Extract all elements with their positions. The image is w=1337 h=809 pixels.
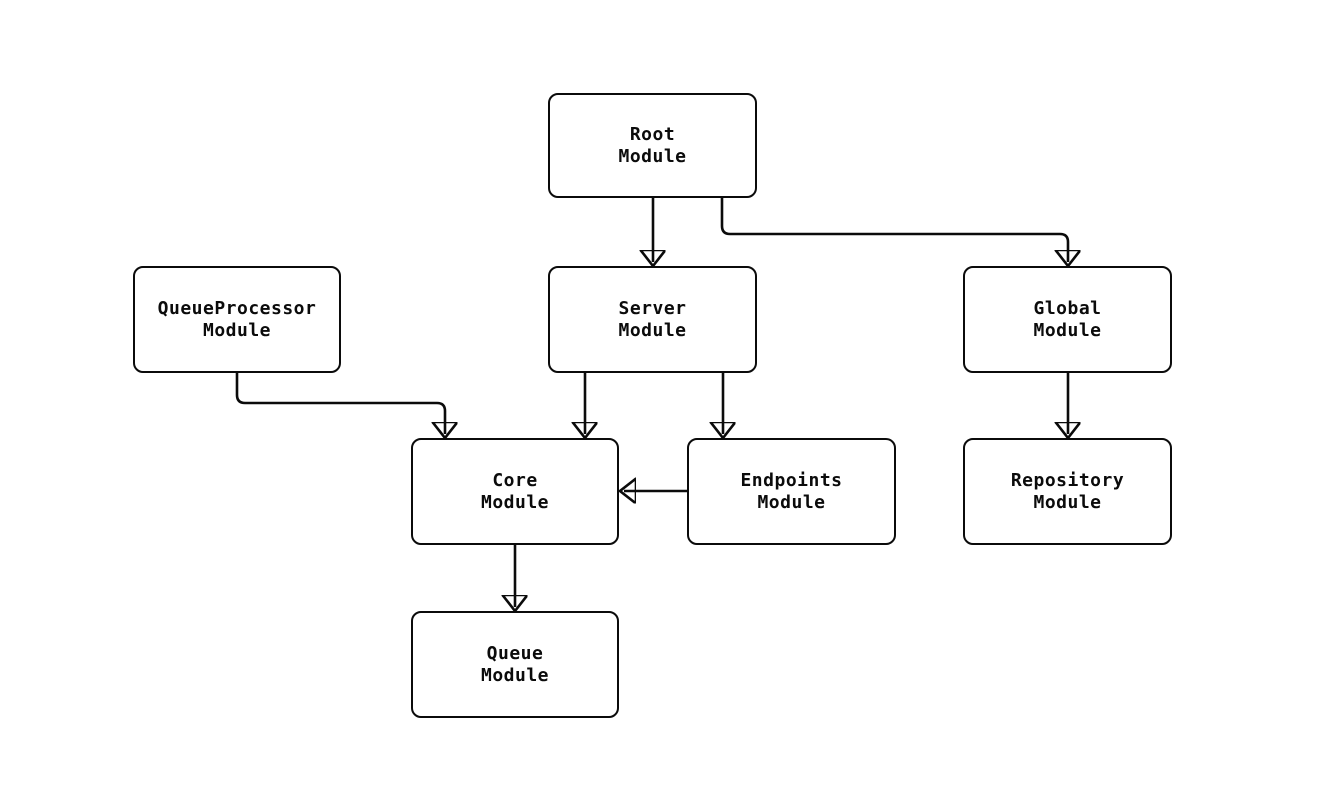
node-endpoints-module: Endpoints Module (687, 438, 896, 545)
node-queue-module-label: Queue Module (480, 643, 550, 686)
node-endpoints-module-label: Endpoints Module (740, 470, 843, 513)
node-root-module: Root Module (548, 93, 757, 198)
node-repository-module-label: Repository Module (1010, 470, 1125, 513)
node-server-module: Server Module (548, 266, 757, 373)
node-server-module-label: Server Module (618, 298, 687, 341)
node-queueprocessor-module-label: QueueProcessor Module (157, 298, 317, 341)
node-global-module-label: Global Module (1033, 298, 1102, 341)
node-core-module: Core Module (411, 438, 619, 545)
node-queueprocessor-module: QueueProcessor Module (133, 266, 341, 373)
node-global-module: Global Module (963, 266, 1172, 373)
node-root-module-label: Root Module (618, 124, 687, 167)
edge-queueprocessor-to-core (235, 373, 445, 434)
node-queue-module: Queue Module (411, 611, 619, 718)
node-repository-module: Repository Module (963, 438, 1172, 545)
node-core-module-label: Core Module (480, 470, 550, 513)
edge-root-to-global (720, 198, 1068, 262)
